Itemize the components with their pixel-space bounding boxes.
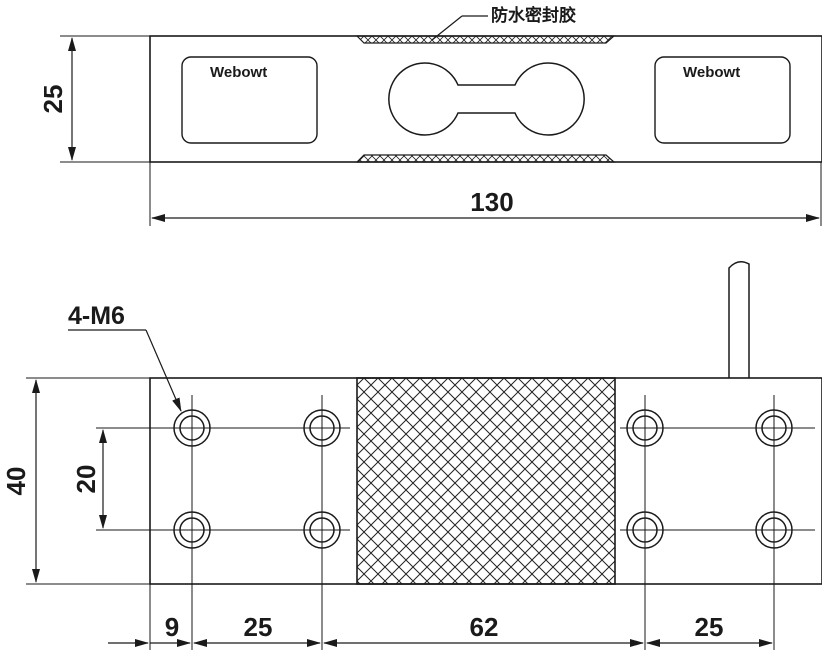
bottom-dim-label: 9 [165,612,179,642]
front-view: 4-M6 40 20 9 25 62 25 [1,261,822,650]
hole-crosshairs [170,406,796,552]
label-plate-left [181,56,318,144]
strain-gauge-area [356,377,616,585]
sealant-leader [431,15,463,41]
dumbbell-cutout [388,62,585,136]
thread-leader [145,329,182,412]
bottom-dim-label: 25 [695,612,724,642]
sealant-label: 防水密封胶 [491,5,576,26]
height-label-25: 25 [38,85,68,114]
bottom-dim-label: 25 [244,612,273,642]
front-height-label-40: 40 [1,467,31,496]
hole-spacing-label-20: 20 [71,465,101,494]
top-view: Webowt Webowt 防水密封胶 25 130 [38,5,822,226]
cable [728,261,750,378]
brand-label-left: Webowt [210,64,267,81]
bottom-dim-label: 62 [470,612,499,642]
length-label-130: 130 [470,187,513,217]
thread-label: 4-M6 [68,302,125,330]
brand-label-right: Webowt [683,64,740,81]
sealant-strip-top [355,35,616,44]
label-plate-right [654,56,791,144]
sealant-strip-bottom [355,154,616,163]
